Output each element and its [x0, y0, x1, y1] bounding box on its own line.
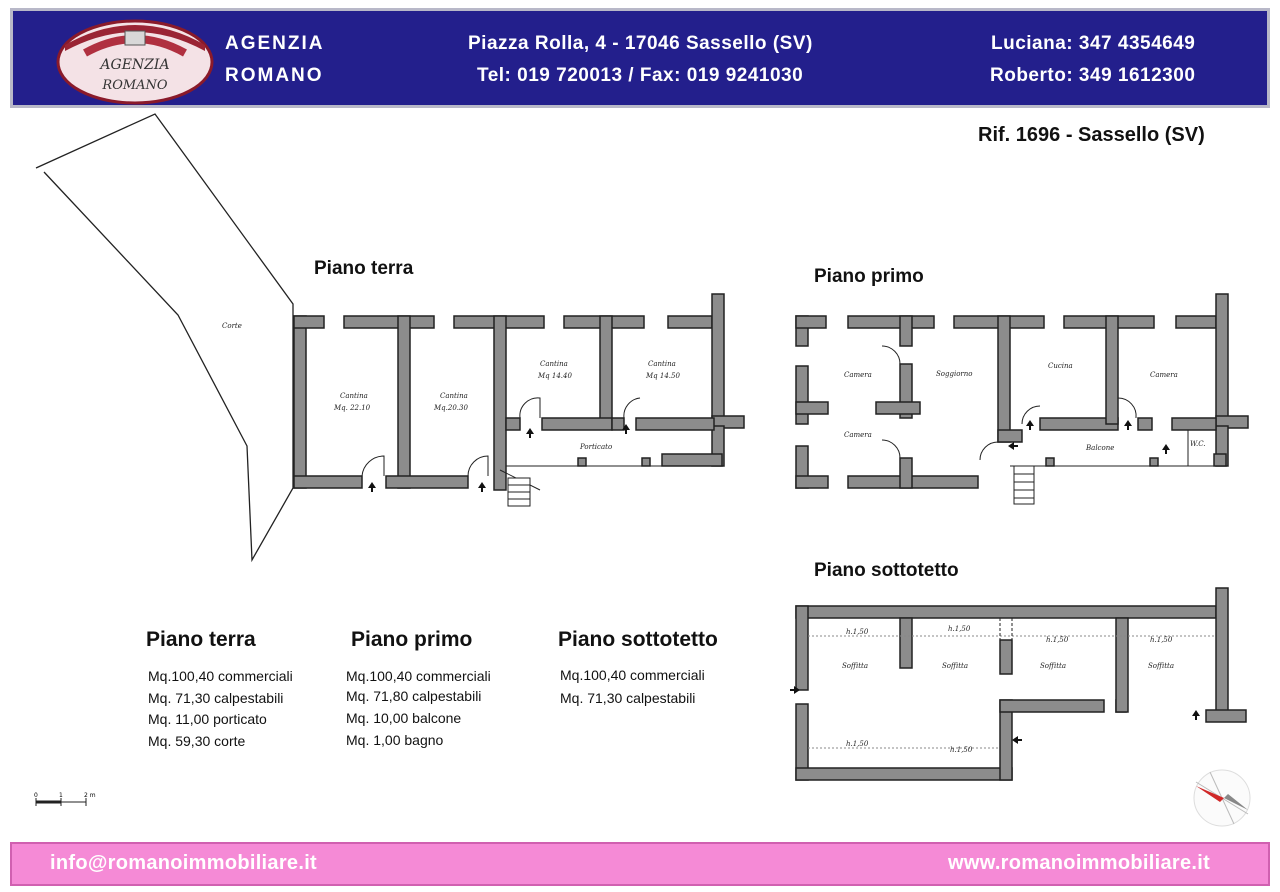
cantina1-area: Mq. 22.10 [333, 404, 371, 412]
camera2-label: Camera [844, 431, 872, 439]
corte-label: Corte [222, 322, 242, 330]
brand-line1: AGENZIA [225, 33, 325, 54]
footer-banner: info@romanoimmobiliare.it www.romanoimmo… [10, 842, 1270, 886]
summary-primo-line: Mq.100,40 commerciali [346, 668, 491, 684]
title-piano-terra: Piano terra [314, 258, 414, 279]
logo-text-bottom: ROMANO [101, 78, 168, 93]
cantina2-name: Cantina [440, 392, 468, 400]
summary-terra-line: Mq. 59,30 corte [148, 733, 246, 749]
summary-primo-title: Piano primo [351, 628, 473, 651]
scale-label-1: 1 [59, 792, 63, 799]
summary-sottotetto-title: Piano sottotetto [558, 628, 718, 651]
porticato-label: Porticato [579, 443, 612, 451]
summary-sottotetto-line: Mq.100,40 commerciali [560, 667, 705, 683]
summary-terra-title: Piano terra [146, 628, 256, 651]
summary-primo-line: Mq. 71,80 calpestabili [346, 688, 482, 704]
soffitta-height-2: h.1,50 [948, 625, 971, 633]
corte-outline [35, 113, 294, 563]
soggiorno-label: Soggiorno [936, 370, 973, 378]
cantina4-name: Cantina [648, 360, 676, 368]
balcone-label: Balcone [1085, 444, 1114, 452]
reference-code: Rif. 1696 - Sassello (SV) [978, 124, 1205, 146]
scale-bar [35, 798, 87, 806]
soffitta-height-1: h.1,50 [846, 628, 869, 636]
agency-address: Piazza Rolla, 4 - 17046 Sassello (SV) [468, 33, 813, 54]
summary-primo-line: Mq. 1,00 bagno [346, 732, 444, 748]
contact-luciana: Luciana: 347 4354649 [991, 33, 1196, 54]
cantina4-area: Mq 14.50 [645, 372, 680, 380]
logo-text-top: AGENZIA [98, 57, 169, 73]
piano-terra-walls [293, 293, 745, 491]
footer-email-link[interactable]: info@romanoimmobiliare.it [50, 852, 318, 874]
title-piano-primo: Piano primo [814, 266, 924, 287]
summary-sottotetto-line: Mq. 71,30 calpestabili [560, 690, 696, 706]
camera3-label: Camera [1150, 371, 1178, 379]
summary-terra-line: Mq. 71,30 calpestabili [148, 690, 284, 706]
piano-terra-stairs [507, 477, 531, 507]
piano-primo-walls [795, 293, 1249, 489]
cantina1-name: Cantina [340, 392, 368, 400]
header-banner: AGENZIA ROMANO AGENZIA ROMANO Piazza Rol… [10, 8, 1270, 108]
soffitta-label-4: Soffitta [1148, 662, 1174, 670]
title-piano-sottotetto: Piano sottotetto [814, 560, 959, 581]
summary-terra-line: Mq.100,40 commerciali [148, 668, 293, 684]
piano-sottotetto-walls [795, 587, 1247, 781]
compass-icon [1193, 769, 1251, 827]
soffitta-label-1: Soffitta [842, 662, 868, 670]
agency-phone-fax: Tel: 019 720013 / Fax: 019 9241030 [477, 65, 804, 86]
summary-primo-line: Mq. 10,00 balcone [346, 710, 462, 726]
cantina2-area: Mq.20.30 [433, 404, 468, 412]
brand-line2: ROMANO [225, 65, 324, 86]
footer-website-link[interactable]: www.romanoimmobiliare.it [948, 852, 1211, 874]
soffitta-height-3: h.1,50 [1046, 636, 1069, 644]
piano-primo-stairs [1013, 465, 1035, 505]
scale-label-0: 0 [34, 792, 38, 799]
cantina3-area: Mq 14.40 [537, 372, 572, 380]
summary-terra-line: Mq. 11,00 porticato [148, 711, 267, 727]
soffitta-height-5: h.1,50 [846, 740, 869, 748]
scale-label-2: 2 m [84, 792, 96, 799]
wc-label: W.C. [1190, 440, 1206, 448]
agency-logo: AGENZIA ROMANO [56, 19, 214, 105]
soffitta-label-2: Soffitta [942, 662, 968, 670]
soffitta-height-4: h.1,50 [1150, 636, 1173, 644]
cantina3-name: Cantina [540, 360, 568, 368]
entry-arrows-terra [368, 424, 630, 492]
camera1-label: Camera [844, 371, 872, 379]
contact-roberto: Roberto: 349 1612300 [990, 65, 1196, 86]
soffitta-label-3: Soffitta [1040, 662, 1066, 670]
soffitta-height-6: h.1,50 [950, 746, 973, 754]
cucina-label: Cucina [1048, 362, 1073, 370]
